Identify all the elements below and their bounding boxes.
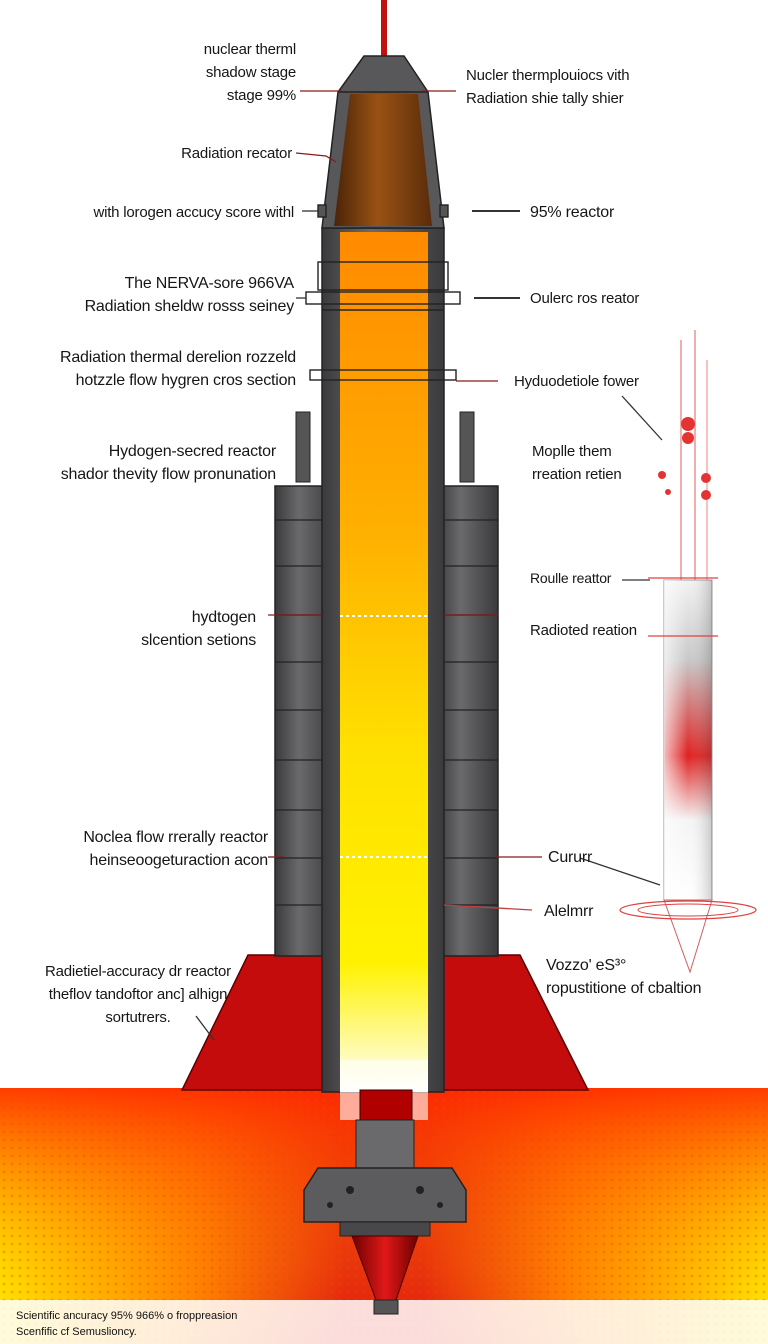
label-roulle-reattor: Roulle reattor <box>530 570 612 586</box>
leader-lines <box>195 90 663 1041</box>
reactor-core <box>340 232 428 1092</box>
label-noclea-flow: Noclea flow rrerally reactor heinseooget… <box>83 829 268 869</box>
label-vozzo-ropustitione: Vozzo' eS³° ropustitione of cbaltion <box>546 957 702 997</box>
label-radioted-reation: Radioted reation <box>530 622 637 639</box>
label-hydogen-secred: Hydogen-secred reactor shador thevity fl… <box>60 443 276 483</box>
label-hyduodetiole-fower: Hyduodetiole fower <box>514 373 639 390</box>
label-95-reactor: 95% reactor <box>530 204 615 221</box>
right-shield-block <box>435 411 499 957</box>
nose-cone <box>321 0 445 229</box>
auxiliary-radiation-tube <box>619 330 757 974</box>
label-radiation-recator: Radiation recator <box>181 145 292 162</box>
footer-caption: Scientific ancuracy 95% 966% o froppreas… <box>16 1310 238 1338</box>
label-hydtogen: hydtogen slcention setions <box>141 609 256 649</box>
label-accucy-score: with lorogen accucy score withl <box>93 204 294 221</box>
label-thermal-derelion: Radiation thermal derelion rozzeld hotzz… <box>60 349 296 389</box>
label-nerva-sore: The NERVA-sore 966VA Radiation sheldw ro… <box>84 275 295 315</box>
label-cururr: Cururr <box>548 849 593 866</box>
label-nucler-thermplouiocs: Nucler thermplouiocs vith Radiation shie… <box>466 67 630 107</box>
label-alelmrr: Alelmrr <box>544 903 594 920</box>
label-radietiel-accuracy: Radietiel-accuracy dr reactor theflov ta… <box>45 963 231 1026</box>
nozzle-assembly <box>303 1089 467 1315</box>
label-nuclear-therml: nuclear therml shadow stage stage 99% <box>203 41 296 104</box>
label-moplle-them: Moplle them rreation retien <box>532 443 622 483</box>
label-oulerc-ros-reator: Oulerc ros reator <box>530 290 640 307</box>
